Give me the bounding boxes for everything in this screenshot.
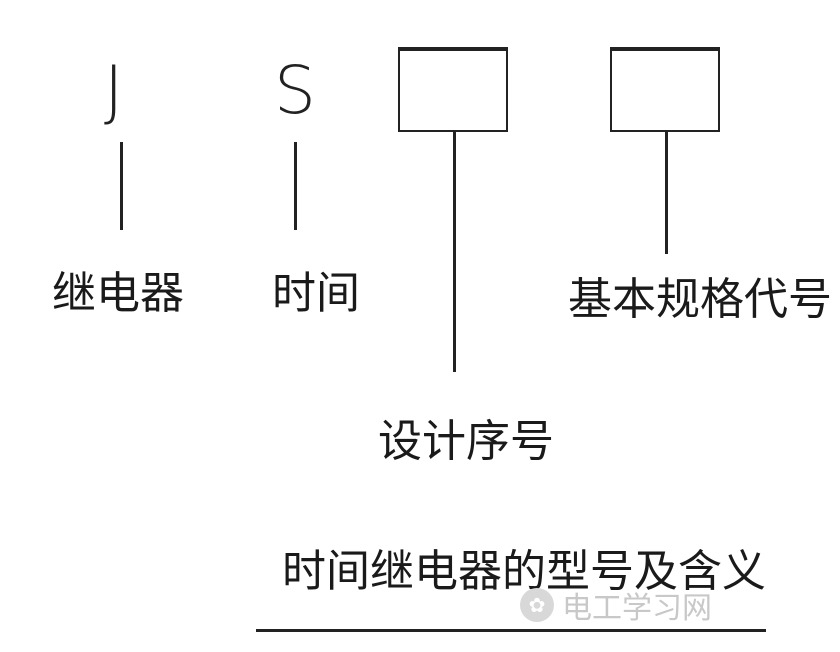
code-letter-j: J [104,52,124,129]
relay-leader-line [120,142,123,230]
spec-code-box [610,47,720,132]
design-serial-box [398,47,508,132]
diagram-caption: 时间继电器的型号及含义 [282,546,766,597]
watermark-text: 电工学习网 [562,591,712,626]
time-leader-line [294,142,297,230]
spec-code-leader-line [665,132,668,254]
watermark: ✿ 电工学习网 [520,580,820,630]
caption-underline [256,629,766,632]
time-label: 时间 [272,268,360,319]
code-letter-s: S [274,52,316,129]
relay-label: 继电器 [52,268,184,319]
design-serial-leader-line [453,132,456,372]
wechat-logo-icon: ✿ [520,588,554,622]
design-serial-label: 设计序号 [378,416,554,467]
basic-spec-code-label: 基本规格代号 [568,274,832,325]
